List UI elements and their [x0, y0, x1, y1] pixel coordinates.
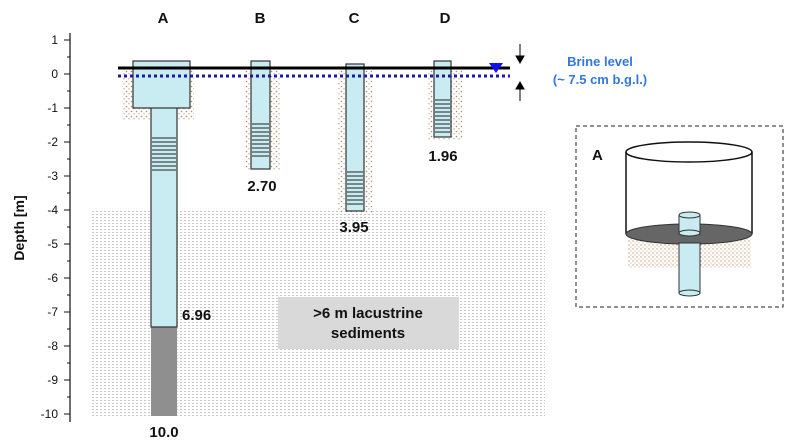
depth-axis: 1 0 -1 -2 -3 -4 -5 -6 -7 -8 -9 -10 Depth…: [11, 33, 71, 422]
well-c-depth: 3.95: [339, 219, 368, 236]
tick-label: -4: [47, 203, 58, 217]
axis-title: Depth [m]: [11, 195, 27, 260]
sediment-label-line2: sediments: [331, 325, 405, 342]
well-label-b: B: [255, 10, 266, 27]
well-a-depth: 6.96: [182, 307, 211, 324]
well-d-depth: 1.96: [428, 148, 457, 165]
well-a-total-depth: 10.0: [149, 424, 178, 441]
well-d-casing: [433, 60, 452, 138]
well-a-screen: [152, 137, 176, 171]
water-table-icon: [489, 63, 503, 73]
well-label-d: D: [440, 10, 451, 27]
inset-cylinder-top: [625, 141, 753, 163]
sediment-label-line1: >6 m lacustrine: [313, 305, 423, 322]
well-a-riser: [150, 97, 178, 328]
well-label-a: A: [158, 10, 169, 27]
well-a-deep-section: [151, 327, 177, 416]
tick-label: -7: [47, 305, 58, 319]
tick-label: -2: [47, 135, 58, 149]
tick-label: -10: [41, 407, 59, 421]
well-d: 1.96: [428, 60, 458, 165]
brine-level-arrows: [515, 44, 525, 101]
inset-pipe: [678, 242, 701, 294]
tick-label: -5: [47, 237, 58, 251]
axis-ticks: [64, 39, 70, 415]
brine-level-sublabel: (~ 7.5 cm b.g.l.): [553, 72, 647, 87]
inset-label: A: [592, 147, 603, 164]
tick-label: 0: [51, 67, 58, 81]
brine-level-label: Brine level: [567, 54, 633, 69]
well-label-c: C: [349, 10, 360, 27]
well-c-screen: [347, 171, 363, 205]
tick-label: -3: [47, 169, 58, 183]
tick-label: -8: [47, 339, 58, 353]
well-b-screen: [252, 123, 269, 157]
well-c: 3.95: [339, 63, 369, 236]
well-c-casing: [345, 63, 365, 212]
well-b-depth: 2.70: [247, 178, 276, 195]
well-b-casing: [250, 60, 271, 170]
tick-label: -6: [47, 271, 58, 285]
inset-panel: A: [575, 125, 784, 308]
tick-label: -9: [47, 373, 58, 387]
sediment-label-box: >6 m lacustrine sediments: [278, 297, 459, 349]
tick-label: 1: [51, 33, 58, 47]
tick-label: -1: [47, 101, 58, 115]
well-b: 2.70: [247, 60, 277, 195]
well-d-screen: [435, 99, 450, 133]
